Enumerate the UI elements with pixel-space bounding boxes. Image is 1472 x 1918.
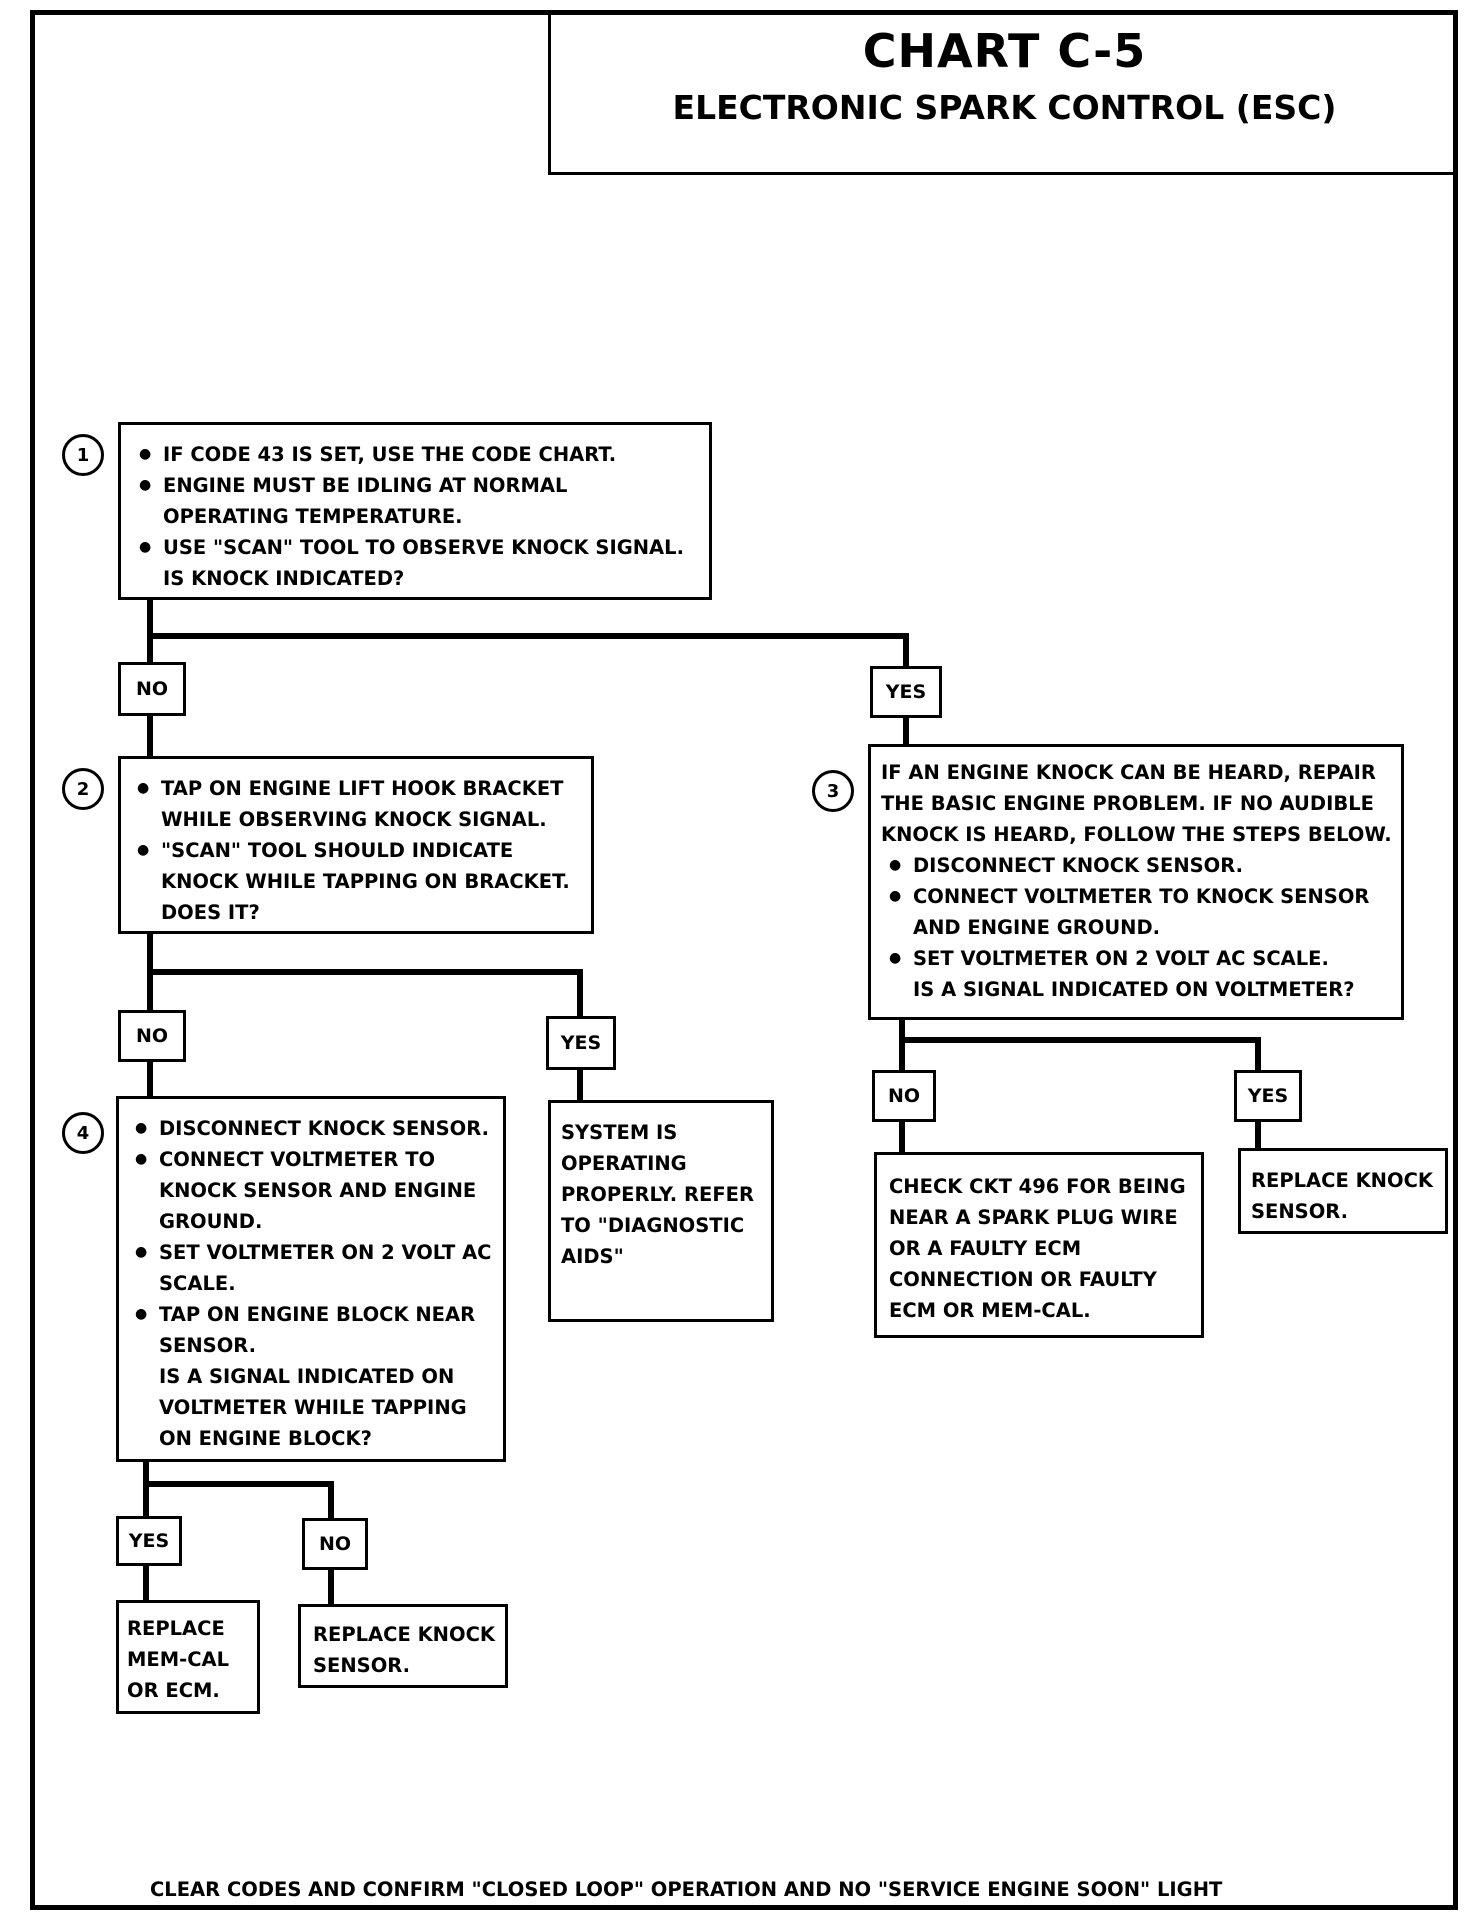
branch-label-no: NO	[118, 662, 186, 716]
result-replace-mem-cal: REPLACE MEM-CAL OR ECM.	[116, 1600, 260, 1714]
branch-label-yes: YES	[870, 666, 942, 718]
result-system-ok: SYSTEM IS OPERATING PROPERLY. REFER TO "…	[548, 1100, 774, 1322]
step-3-item: CONNECT VOLTMETER TO KNOCK SENSOR AND EN…	[881, 881, 1393, 943]
connector-s2-yes	[147, 969, 583, 1019]
step-3-item: DISCONNECT KNOCK SENSOR.	[881, 850, 1393, 881]
branch-label-yes: YES	[546, 1016, 616, 1070]
step-4-item: CONNECT VOLTMETER TO KNOCK SENSOR AND EN…	[127, 1144, 495, 1237]
step-2-item: "SCAN" TOOL SHOULD INDICATE KNOCK WHILE …	[129, 835, 583, 897]
step-3-item: SET VOLTMETER ON 2 VOLT AC SCALE.	[881, 943, 1393, 974]
step-1-item: ENGINE MUST BE IDLING AT NORMAL OPERATIN…	[131, 470, 699, 532]
step-1-item: USE "SCAN" TOOL TO OBSERVE KNOCK SIGNAL.	[131, 532, 699, 563]
step-4-item: SET VOLTMETER ON 2 VOLT AC SCALE.	[127, 1237, 495, 1299]
step-3-question: IS A SIGNAL INDICATED ON VOLTMETER?	[913, 978, 1355, 1001]
connector-s4-no	[143, 1481, 334, 1521]
result-check-ckt-496: CHECK CKT 496 FOR BEING NEAR A SPARK PLU…	[874, 1152, 1204, 1338]
title-block: CHART C-5 ELECTRONIC SPARK CONTROL (ESC)	[548, 10, 1458, 175]
result-replace-knock-sensor: REPLACE KNOCK SENSOR.	[1238, 1148, 1448, 1234]
step-2-marker: 2	[62, 768, 104, 810]
result-replace-knock-sensor: REPLACE KNOCK SENSOR.	[298, 1604, 508, 1688]
step-4-item: DISCONNECT KNOCK SENSOR.	[127, 1113, 495, 1144]
branch-label-yes: YES	[116, 1516, 182, 1566]
step-1-marker: 1	[62, 434, 104, 476]
step-1-box: IF CODE 43 IS SET, USE THE CODE CHART. E…	[118, 422, 712, 600]
step-1-question: IS KNOCK INDICATED?	[163, 567, 405, 590]
branch-label-yes: YES	[1234, 1070, 1302, 1122]
connector-s3-yes	[899, 1037, 1261, 1073]
step-3-box: IF AN ENGINE KNOCK CAN BE HEARD, REPAIR …	[868, 744, 1404, 1020]
step-3-marker: 3	[812, 770, 854, 812]
page-frame	[30, 10, 1458, 1910]
step-2-box: TAP ON ENGINE LIFT HOOK BRACKET WHILE OB…	[118, 756, 594, 934]
step-4-box: DISCONNECT KNOCK SENSOR. CONNECT VOLTMET…	[116, 1096, 506, 1462]
chart-title: CHART C-5	[862, 24, 1147, 78]
step-2-question: DOES IT?	[161, 901, 260, 924]
connector-s1-yes	[147, 633, 909, 669]
step-4-marker: 4	[62, 1112, 104, 1154]
step-4-item: TAP ON ENGINE BLOCK NEAR SENSOR.	[127, 1299, 495, 1361]
step-4-question: IS A SIGNAL INDICATED ON VOLTMETER WHILE…	[159, 1365, 467, 1450]
step-3-intro: IF AN ENGINE KNOCK CAN BE HEARD, REPAIR …	[881, 761, 1392, 846]
step-2-item: TAP ON ENGINE LIFT HOOK BRACKET WHILE OB…	[129, 773, 583, 835]
step-1-item: IF CODE 43 IS SET, USE THE CODE CHART.	[131, 439, 699, 470]
branch-label-no: NO	[302, 1518, 368, 1570]
footer-instruction: CLEAR CODES AND CONFIRM "CLOSED LOOP" OP…	[150, 1878, 1223, 1901]
branch-label-no: NO	[872, 1070, 936, 1122]
branch-label-no: NO	[118, 1010, 186, 1062]
chart-subtitle: ELECTRONIC SPARK CONTROL (ESC)	[672, 88, 1337, 127]
